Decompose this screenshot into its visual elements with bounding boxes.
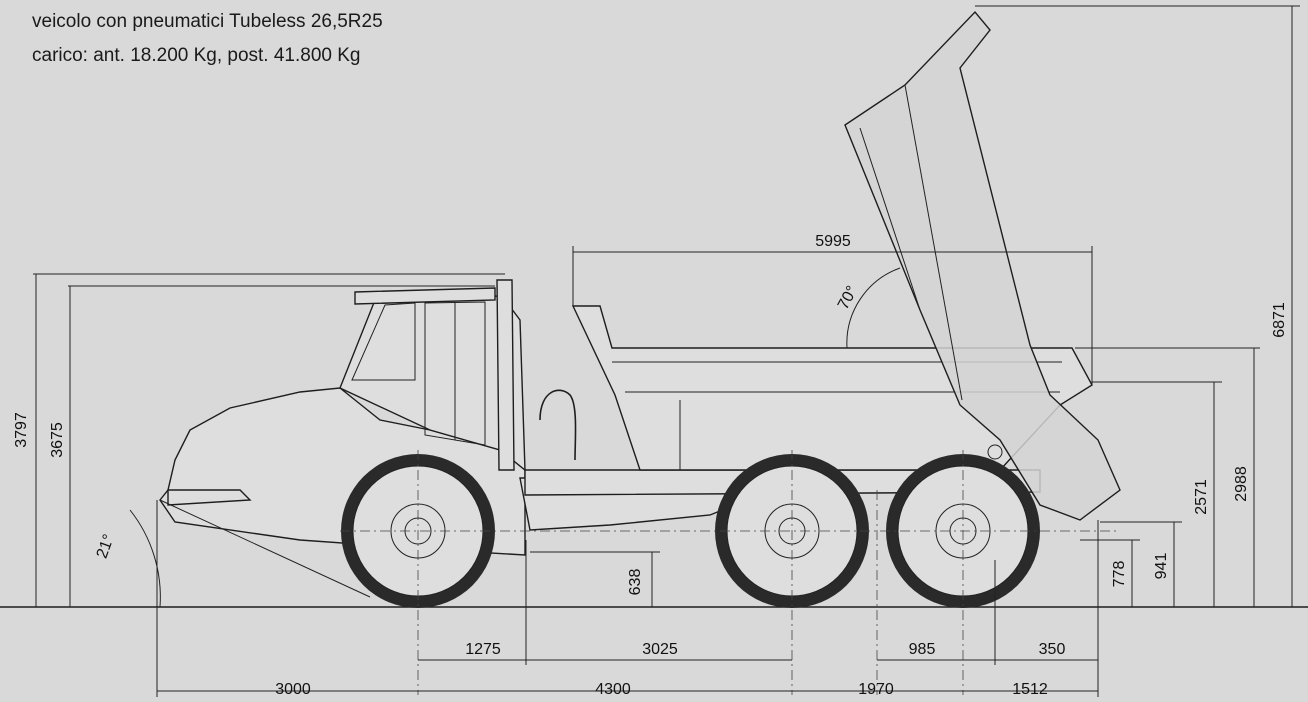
dim-bed-length: 5995 xyxy=(815,233,851,250)
dim-height-cab-roof: 3675 xyxy=(49,422,66,458)
dim-1512: 1512 xyxy=(1012,681,1048,698)
dim-3000: 3000 xyxy=(275,681,311,698)
dim-overall-height-cab: 3797 xyxy=(13,412,30,448)
dim-1275: 1275 xyxy=(465,641,501,658)
dim-height-2571: 2571 xyxy=(1193,479,1210,515)
caption-load: carico: ant. 18.200 Kg, post. 41.800 Kg xyxy=(32,45,361,66)
caption-tires: veicolo con pneumatici Tubeless 26,5R25 xyxy=(32,11,383,32)
dim-3025: 3025 xyxy=(642,641,678,658)
dim-approach-angle: 21° xyxy=(94,532,118,561)
dim-ground-clearance: 638 xyxy=(627,569,644,596)
dim-total-height-tipped: 6871 xyxy=(1271,302,1288,338)
dim-350: 350 xyxy=(1039,641,1066,658)
dim-body-height: 2988 xyxy=(1233,466,1250,502)
dim-985: 985 xyxy=(909,641,936,658)
dim-4300: 4300 xyxy=(595,681,631,698)
dim-height-941: 941 xyxy=(1153,553,1170,580)
dim-1970: 1970 xyxy=(858,681,894,698)
dim-tip-angle: 70° xyxy=(835,283,861,312)
dimension-lines xyxy=(33,5,1300,697)
dim-height-778: 778 xyxy=(1111,561,1128,588)
